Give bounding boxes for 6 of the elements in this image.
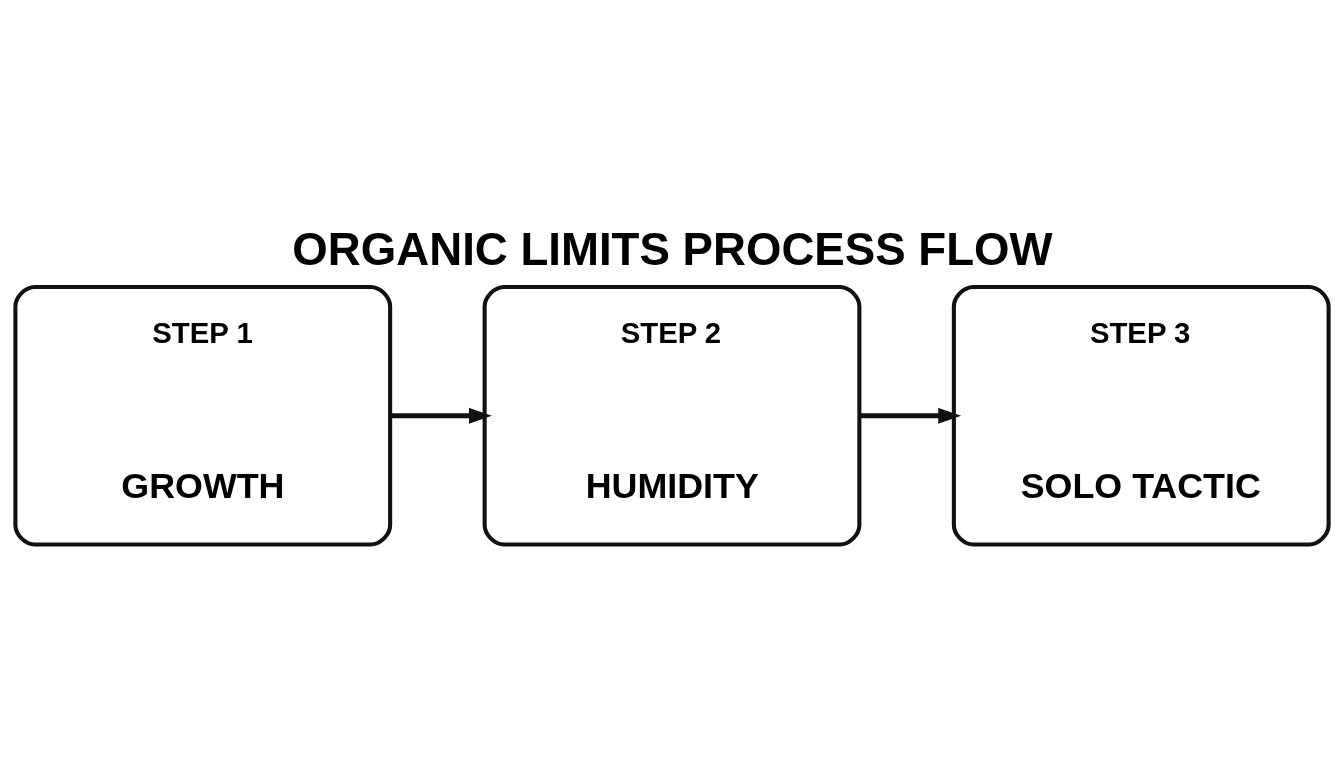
node-box: STEP 3 SOLO TACTIC bbox=[951, 285, 1331, 547]
arrow bbox=[390, 407, 492, 424]
node-box: STEP 1 GROWTH bbox=[13, 285, 393, 547]
node-box: STEP 2 HUMIDITY bbox=[482, 285, 862, 547]
arrow bbox=[859, 407, 962, 424]
diagram-title: ORGANIC LIMITS PROCESS FLOW bbox=[292, 223, 1053, 275]
